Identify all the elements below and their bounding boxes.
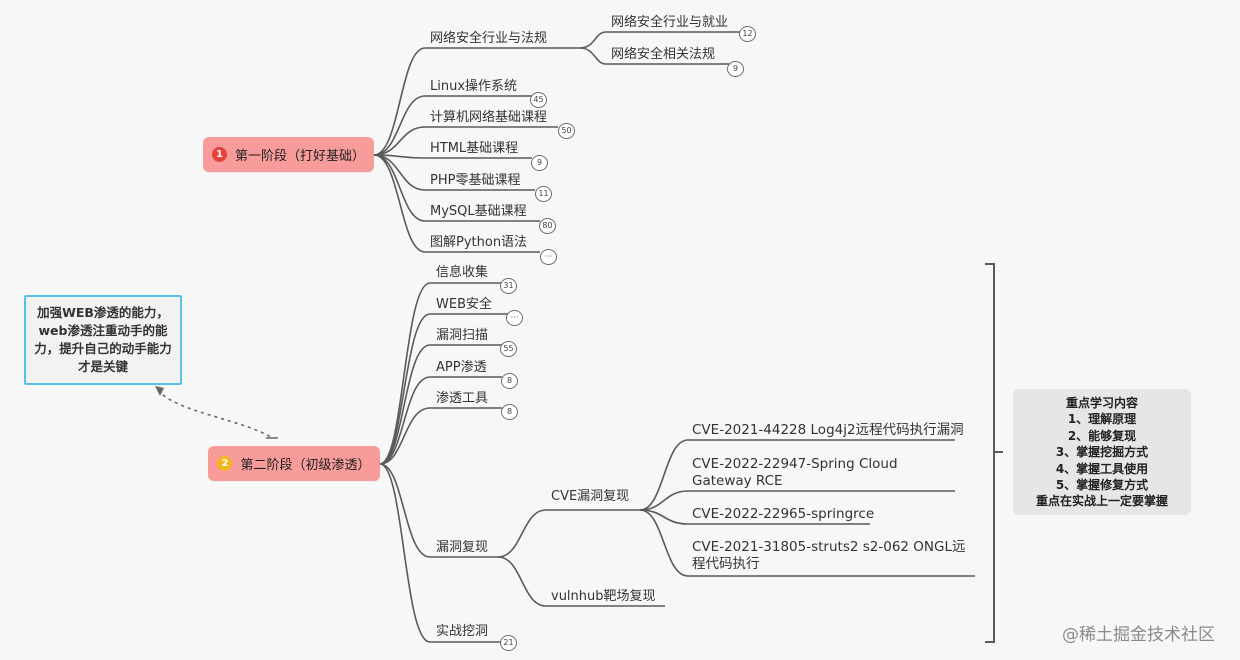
cve-item[interactable]: CVE-2021-44228 Log4j2远程代码执行漏洞: [692, 422, 964, 438]
topic-pentest-tools[interactable]: 渗透工具: [436, 391, 489, 406]
stage1-badge: 1: [211, 147, 227, 162]
count-badge-hunt: 21: [500, 635, 517, 651]
connector-s1-network: [373, 126, 426, 156]
count-badge-jobs: 12: [739, 26, 756, 42]
callout-connector: [157, 389, 273, 439]
connector-industry-laws: [579, 47, 607, 65]
connector-s1-python: [373, 154, 426, 253]
topic-real-hunting[interactable]: 实战挖洞: [436, 624, 489, 639]
count-badge-mysql: 80: [539, 218, 556, 234]
count-badge-app: 8: [501, 373, 518, 389]
count-badge-php: 11: [535, 186, 552, 202]
count-badge-network: 50: [558, 123, 575, 139]
topic-linux[interactable]: Linux操作系统: [430, 79, 518, 94]
topic-app-pentest[interactable]: APP渗透: [436, 360, 487, 375]
connector-s2-info: [379, 282, 431, 465]
connector-repro-vulnhub: [497, 556, 547, 607]
connector-s2-hunt: [379, 463, 431, 643]
summary-item: 2、能够复现: [1067, 428, 1137, 443]
topic-network[interactable]: 计算机网络基础课程: [430, 110, 548, 125]
stage1-node[interactable]: 1 第一阶段（打好基础）: [203, 137, 374, 172]
connector-s2-repro: [379, 463, 431, 558]
topic-web-security[interactable]: WEB安全: [436, 297, 492, 312]
watermark: @稀土掘金技术社区: [1062, 625, 1215, 645]
callout-note[interactable]: 加强WEB渗透的能力，web渗透注重动手的能力，提升自己的动手能力才是关键: [24, 295, 182, 385]
count-badge-python: ···: [540, 249, 557, 265]
subtopic-vulnhub[interactable]: vulnhub靶场复现: [551, 589, 656, 604]
cve-item[interactable]: CVE-2022-22965-springrce: [692, 506, 875, 522]
topic-python[interactable]: 图解Python语法: [430, 235, 528, 250]
stage2-node[interactable]: 2 第二阶段（初级渗透）: [208, 446, 380, 481]
topic-mysql[interactable]: MySQL基础课程: [430, 204, 527, 219]
count-badge-tools: 8: [501, 404, 518, 420]
summary-item: 4、掌握工具使用: [1055, 461, 1149, 476]
connector-repro-cve: [497, 509, 547, 558]
cve-item[interactable]: CVE-2022-22947-Spring Cloud Gateway RCE: [692, 456, 898, 489]
connector-s2-web: [379, 313, 431, 465]
summary-item: 5、掌握修复方式: [1055, 478, 1149, 493]
subtopic-jobs[interactable]: 网络安全行业与就业: [611, 15, 729, 30]
count-badge-info: 31: [500, 278, 517, 294]
count-badge-html: 9: [531, 155, 548, 171]
topic-php[interactable]: PHP零基础课程: [430, 173, 521, 188]
topic-industry[interactable]: 网络安全行业与法规: [430, 31, 548, 46]
connector-s1-php: [373, 154, 426, 191]
count-badge-web: ···: [506, 310, 523, 326]
topic-vuln-scan[interactable]: 漏洞扫描: [436, 328, 489, 343]
connector-s1-industry: [373, 47, 426, 156]
topic-html[interactable]: HTML基础课程: [430, 141, 519, 156]
connector-cve-1: [639, 439, 689, 511]
count-badge-scan: 55: [500, 341, 517, 357]
subtopic-laws[interactable]: 网络安全相关法规: [611, 47, 716, 62]
stage2-badge: 2: [217, 456, 233, 471]
summary-footer: 重点在实战上一定要掌握: [1035, 494, 1168, 509]
summary-title: 重点学习内容: [1065, 396, 1138, 410]
connector-s2-app: [379, 376, 431, 465]
connector-s2-scan: [379, 344, 431, 465]
connector-cve-4: [639, 509, 689, 577]
stage2-label: 第二阶段（初级渗透）: [240, 458, 371, 473]
stage1-label: 第一阶段（打好基础）: [234, 149, 365, 164]
cve-item[interactable]: CVE-2021-31805-struts2 s2-062 ONGL远程代码执行: [692, 539, 966, 572]
connector-s1-linux: [373, 95, 426, 156]
summary-box[interactable]: 重点学习内容 1、理解原理 2、能够复现 3、掌握挖掘方式 4、掌握工具使用 5…: [1013, 389, 1191, 515]
connector-industry-jobs: [579, 31, 607, 49]
topic-vuln-reproduction[interactable]: 漏洞复现: [436, 540, 489, 555]
connector-s2-tools: [379, 407, 431, 465]
subtopic-cve-reproduction[interactable]: CVE漏洞复现: [551, 489, 630, 504]
summary-item: 1、理解原理: [1067, 412, 1137, 427]
connector-cve-2: [639, 490, 689, 511]
count-badge-laws: 9: [727, 61, 744, 77]
count-badge-linux: 45: [530, 92, 547, 108]
summary-item: 3、掌握挖掘方式: [1055, 445, 1149, 460]
topic-info-gathering[interactable]: 信息收集: [436, 265, 489, 280]
summary-bracket: [985, 263, 1003, 643]
